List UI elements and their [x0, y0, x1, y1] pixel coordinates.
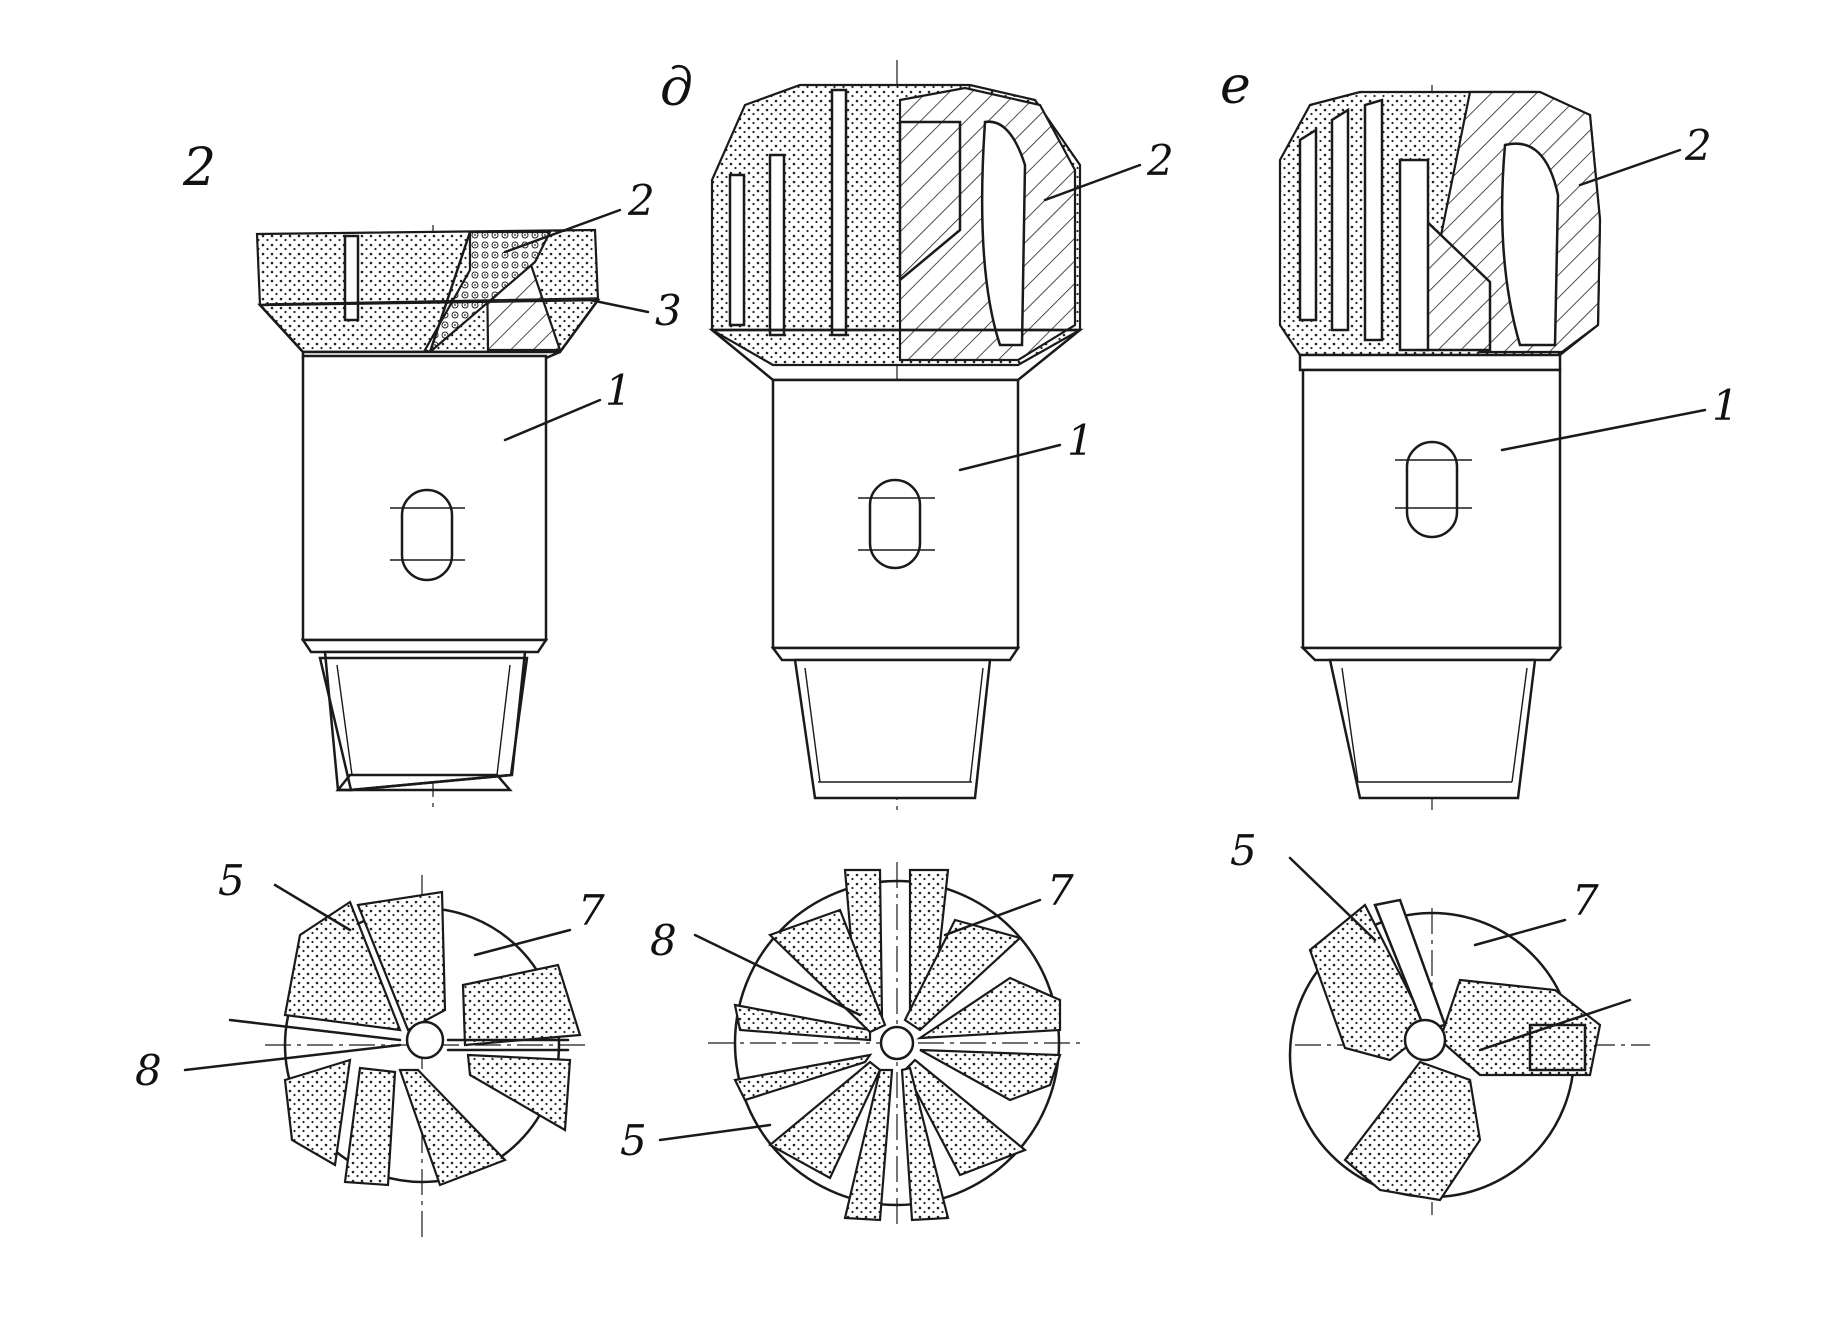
callout-plan-left-7: 7: [578, 886, 605, 935]
callout-plan-middle-5: 5: [620, 1116, 647, 1165]
view-letter-left: 2: [182, 138, 216, 198]
callout-plan-middle-8: 8: [650, 916, 677, 965]
callout-left-1: 1: [605, 366, 632, 415]
bit-right: [1278, 85, 1602, 810]
callout-left-2: 2: [627, 176, 655, 225]
plan-middle: [708, 862, 1080, 1225]
bit-middle: [708, 60, 1084, 810]
bit-left: [255, 225, 601, 810]
callout-middle-2: 2: [1146, 136, 1174, 185]
callout-left-3: 3: [655, 286, 682, 335]
callout-plan-left-8: 8: [135, 1046, 162, 1095]
plan-right: [1288, 898, 1650, 1215]
callout-right-1: 1: [1712, 381, 1739, 430]
callout-right-2: 2: [1684, 121, 1712, 170]
callout-plan-right-5: 5: [1230, 826, 1257, 875]
view-letter-middle: д: [660, 58, 693, 118]
callout-plan-middle-7: 7: [1047, 866, 1074, 915]
callout-plan-right-7: 7: [1572, 876, 1599, 925]
plan-left: [265, 875, 585, 1240]
view-letter-right: е: [1220, 56, 1251, 116]
callout-plan-left-5: 5: [218, 856, 245, 905]
callout-middle-1: 1: [1067, 416, 1094, 465]
